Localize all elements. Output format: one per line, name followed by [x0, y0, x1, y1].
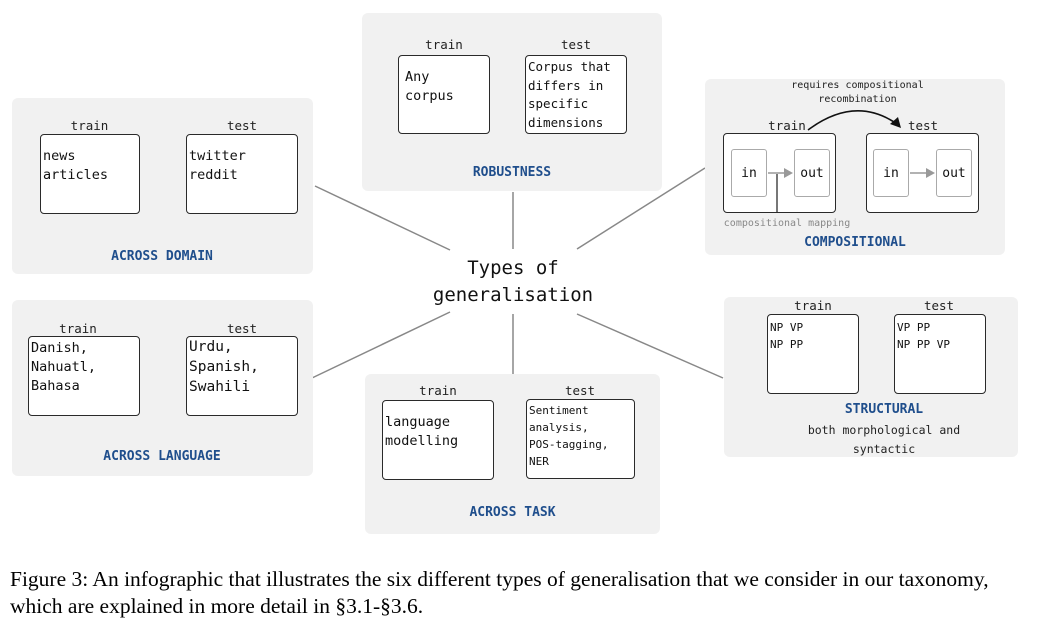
structural-subtitle: both morphological and syntactic: [807, 423, 961, 456]
connector-compositional: [576, 167, 706, 250]
compositional-note: requires compositional recombination: [791, 80, 924, 105]
across-task-test-label: test: [564, 383, 596, 398]
structural-test-box: VP PP NP PP VP: [894, 314, 986, 394]
robustness-train-label: train: [425, 37, 463, 52]
across-task-title: ACROSS TASK: [469, 505, 556, 520]
across-domain-test-label: test: [226, 118, 258, 133]
structural-train-box: NP VP NP PP: [767, 314, 859, 394]
robustness-test-label: test: [560, 37, 592, 52]
figure-caption: Figure 3: An infographic that illustrate…: [10, 567, 989, 618]
connector-language: [311, 311, 451, 379]
across-domain-title: ACROSS DOMAIN: [111, 249, 213, 264]
across-domain-train-label: train: [70, 118, 109, 133]
across-language-title: ACROSS LANGUAGE: [103, 449, 221, 464]
compositional-train-label: train: [768, 118, 806, 133]
robustness-train-box: Any corpus: [398, 55, 490, 134]
compositional-title: COMPOSITIONAL: [804, 235, 906, 250]
across-domain-test-box: twitter reddit: [186, 134, 298, 214]
compositional-test-out: out: [936, 149, 972, 197]
across-language-test-label: test: [226, 321, 258, 336]
across-domain-train-box: news articles: [40, 134, 140, 214]
center-label: Types of generalisation: [432, 257, 594, 306]
across-task-test-box: Sentiment analysis, POS-tagging, NER: [526, 399, 635, 479]
structural-train-label: train: [794, 298, 832, 313]
across-language-train-label: train: [59, 321, 97, 336]
across-task-train-box: language modelling: [382, 400, 494, 480]
compositional-mapping-label: compositional mapping: [723, 218, 851, 229]
robustness-title: ROBUSTNESS: [472, 165, 552, 180]
robustness-test-box: Corpus that differs in specific dimensio…: [525, 55, 627, 134]
connector-structural: [576, 313, 724, 379]
structural-title: STRUCTURAL: [844, 402, 924, 417]
compositional-test-label: test: [907, 118, 939, 133]
compositional-train-out: out: [794, 149, 830, 197]
compositional-test-in: in: [873, 149, 909, 197]
across-task-train-label: train: [419, 383, 457, 398]
connector-domain: [314, 185, 451, 251]
across-language-train-box: Danish, Nahuatl, Bahasa: [28, 336, 140, 416]
compositional-train-in: in: [731, 149, 767, 197]
across-language-test-box: Urdu, Spanish, Swahili: [186, 336, 298, 416]
structural-test-label: test: [923, 298, 955, 313]
